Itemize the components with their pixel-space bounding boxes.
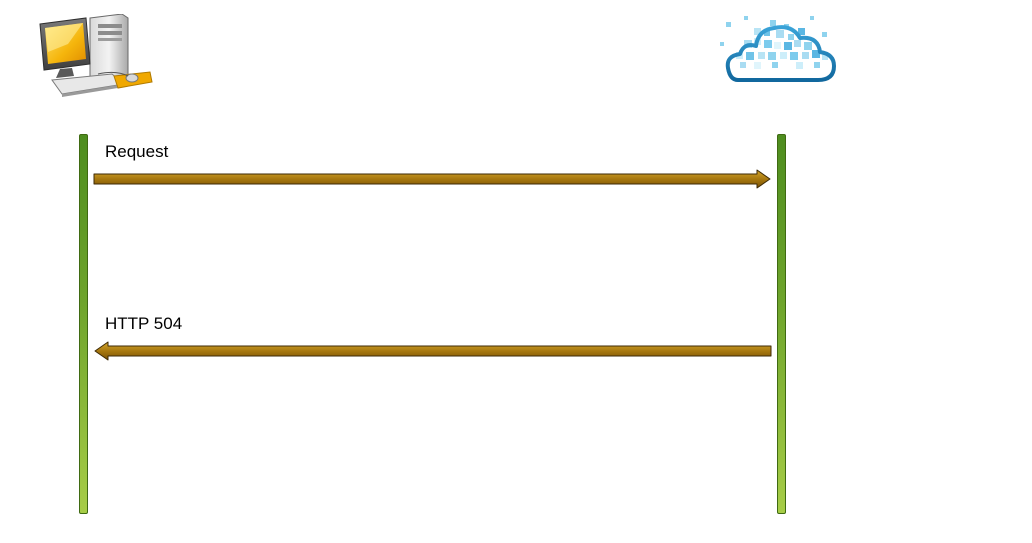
request-arrow	[93, 169, 771, 189]
http-504-message-label: HTTP 504	[105, 314, 183, 333]
cloud-icon	[714, 14, 840, 86]
client-lifeline	[79, 134, 88, 514]
request-message-label: Request	[105, 142, 169, 161]
desktop-computer-icon	[38, 13, 154, 98]
server-lifeline	[777, 134, 786, 514]
http-504-arrow	[94, 341, 772, 361]
